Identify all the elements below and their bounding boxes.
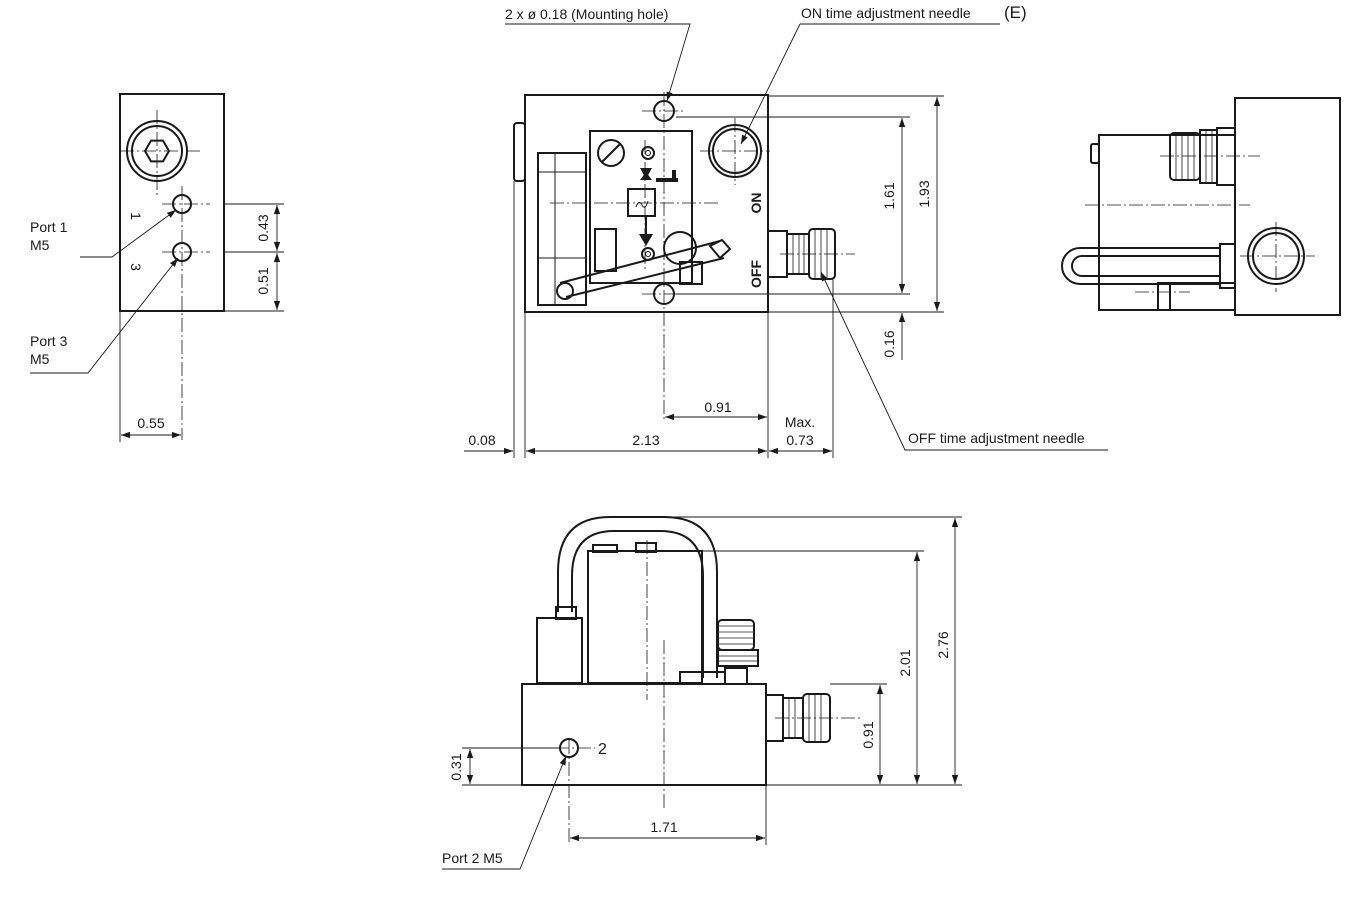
u-tube — [1061, 247, 1235, 285]
port-2-label: Port 2 M5 — [442, 850, 503, 866]
port-3-thread: M5 — [30, 351, 50, 367]
slotted-screw-icon — [597, 139, 625, 167]
dim-1-93: 1.93 — [916, 180, 932, 207]
left-view-body — [119, 93, 225, 312]
side-view: 2 0.91 2.01 2.76 0.31 1.71 Port 2 M5 — [442, 516, 962, 870]
off-needle-label: OFF time adjustment needle — [908, 430, 1085, 446]
dim-2-76: 2.76 — [935, 631, 951, 658]
left-end-view: 1 3 0.43 0.51 0.55 Port 1 M5 Port 3 M5 — [30, 93, 284, 442]
side-upper-knob — [717, 619, 755, 651]
side-u-tube — [557, 516, 718, 678]
off-mark: OFF — [748, 260, 764, 288]
dim-1-61: 1.61 — [881, 182, 897, 209]
dim-0-91-side: 0.91 — [860, 721, 876, 748]
on-mark: ON — [748, 193, 764, 214]
valve-symbol-icon — [627, 188, 656, 217]
label-plate — [589, 130, 693, 284]
dim-2-13: 2.13 — [632, 432, 659, 448]
on-needle-tag: (E) — [1004, 3, 1027, 22]
port-3-number: 3 — [128, 263, 144, 271]
side-upper-housing — [587, 550, 703, 684]
dim-2-01: 2.01 — [897, 649, 913, 676]
dim-0-91-top: 0.91 — [704, 399, 731, 415]
dim-0-55: 0.55 — [137, 415, 164, 431]
dim-1-71: 1.71 — [650, 819, 677, 835]
top-view-body — [524, 94, 769, 313]
top-view: ON OFF 1.61 1.93 0.16 0.91 2.13 Max. 0.7 — [464, 3, 1108, 458]
tube-channel — [537, 152, 587, 306]
dim-0-51: 0.51 — [255, 267, 271, 294]
side-main-body — [521, 683, 767, 786]
on-needle-label: ON time adjustment needle — [801, 5, 971, 21]
mounting-hole-label: 2 x ø 0.18 (Mounting hole) — [505, 6, 668, 22]
dim-0-43: 0.43 — [255, 214, 271, 241]
right-end-view — [1061, 97, 1341, 316]
dim-0-16: 0.16 — [881, 330, 897, 357]
port-3-label: Port 3 — [30, 333, 68, 349]
dim-max-label: Max. — [785, 414, 815, 430]
port-1-thread: M5 — [30, 237, 50, 253]
port-2-number: 2 — [598, 741, 607, 758]
dim-0-73: 0.73 — [786, 432, 813, 448]
right-view-knob — [1169, 132, 1201, 181]
left-tab — [513, 122, 526, 182]
port-1-label: Port 1 — [30, 219, 68, 235]
dim-0-08: 0.08 — [468, 432, 495, 448]
dim-0-31: 0.31 — [448, 753, 464, 780]
port-1-number: 1 — [128, 212, 144, 220]
